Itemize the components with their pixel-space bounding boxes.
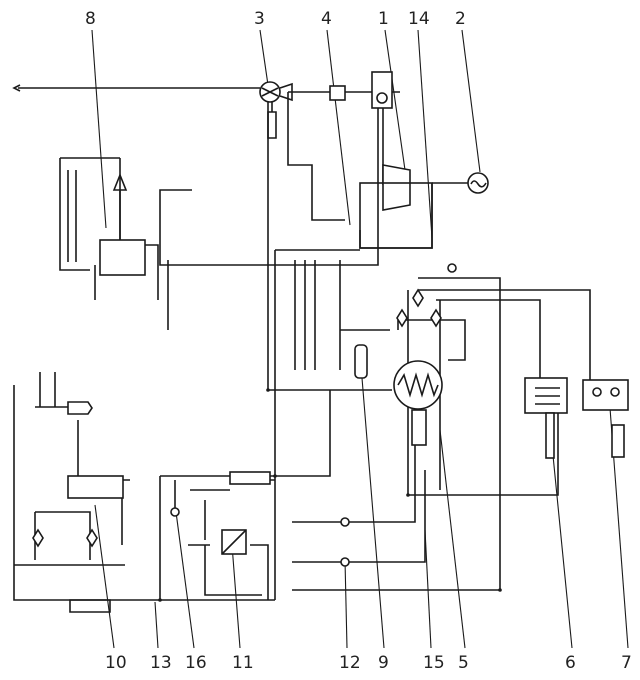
vessel-9	[354, 344, 368, 379]
callout-12: 12	[339, 653, 361, 673]
callout-15: 15	[423, 653, 445, 673]
callout-2: 2	[455, 9, 466, 29]
junction-dots	[158, 388, 502, 602]
tank-10	[67, 475, 124, 499]
pipe-network	[12, 84, 591, 613]
callout-3: 3	[254, 9, 265, 29]
device-16	[229, 471, 271, 485]
tank-8	[99, 172, 146, 276]
callout-13: 13	[150, 653, 172, 673]
callout-7: 7	[621, 653, 632, 673]
callout-8: 8	[85, 9, 96, 29]
callout-5: 5	[458, 653, 469, 673]
callout-6: 6	[565, 653, 576, 673]
pump-3	[259, 81, 293, 103]
callout-4: 4	[321, 9, 332, 29]
column-5	[411, 409, 427, 446]
callout-1: 1	[378, 9, 389, 29]
sensor-16	[170, 507, 180, 517]
unit-6	[524, 377, 568, 459]
valve-box-4	[329, 85, 346, 101]
callout-10: 10	[105, 653, 127, 673]
turbine-housing	[359, 182, 433, 249]
generator-2	[467, 172, 489, 194]
callout-11: 11	[232, 653, 254, 673]
callout-16: 16	[185, 653, 207, 673]
unit-7	[582, 379, 629, 458]
callout-9: 9	[378, 653, 389, 673]
valves	[32, 263, 457, 567]
separator	[371, 71, 393, 109]
heat-exchanger-14	[393, 360, 443, 410]
exchanger-11	[221, 529, 247, 555]
leader-lines	[91, 29, 629, 649]
valve-top-10	[67, 401, 93, 415]
callout-14: 14	[408, 9, 430, 29]
turbine-1	[382, 164, 411, 211]
